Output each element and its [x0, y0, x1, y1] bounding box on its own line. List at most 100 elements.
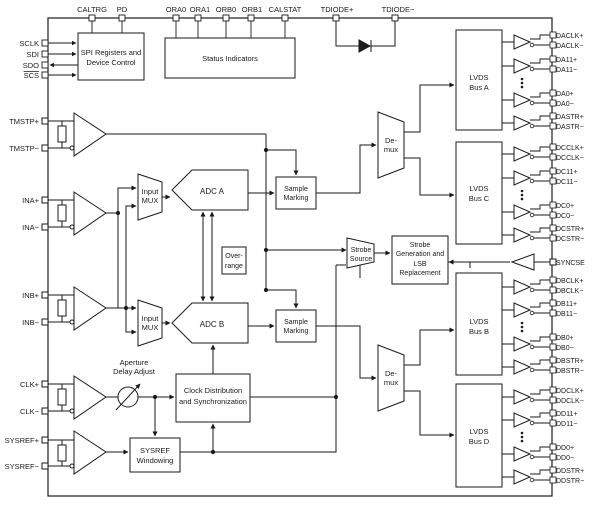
- input-mux-b-line1: Input: [142, 314, 160, 323]
- driver-out-p-wire: [530, 469, 550, 475]
- bus-a-label: Bus A: [469, 83, 489, 92]
- pin-dcstr-p: DCSTR+: [556, 226, 584, 233]
- ellipsis-dot: [520, 329, 524, 333]
- output-pin-pad: [549, 55, 557, 63]
- lvds-driver-icon: [513, 469, 532, 485]
- lvds-bus-d: [455, 383, 503, 488]
- pin-sysref-p: SYSREF+: [5, 436, 40, 445]
- top-pins: [88, 14, 399, 38]
- pin-dastr-n: DASTR−: [556, 124, 584, 131]
- ellipsis-dot: [520, 325, 524, 329]
- clock-dist-line1: Clock Distribution: [184, 386, 242, 395]
- aperture-delay-icon: [115, 383, 141, 411]
- lvds-driver-icon: [513, 115, 532, 131]
- chip-outline: [47, 17, 553, 497]
- driver-out-p-wire: [530, 302, 550, 308]
- syncse-input-buffer: [510, 253, 557, 271]
- pin-clk-n: CLK−: [20, 407, 40, 416]
- pin-clk-p: CLK+: [20, 380, 40, 389]
- pin-orb1: ORB1: [242, 5, 262, 14]
- inverting-bubble: [529, 477, 535, 483]
- output-pin-pad: [549, 65, 557, 73]
- pin-sdi: SDI: [26, 50, 39, 59]
- status-indicators-block: [164, 37, 296, 79]
- inverting-bubble: [529, 212, 535, 218]
- lvds-b-label: LVDS: [469, 317, 488, 326]
- strobe-gen-line2: Generation and: [396, 251, 444, 258]
- driver-out-p-wire: [530, 279, 550, 285]
- ellipsis-dot: [520, 431, 524, 435]
- inverting-bubble: [529, 454, 535, 460]
- output-pin-pad: [549, 224, 557, 232]
- pin-dd11-p: DD11+: [556, 411, 577, 418]
- spi-label-line1: SPI Registers and: [81, 48, 141, 57]
- adc-a-label: ADC A: [200, 187, 225, 196]
- driver-out-p-wire: [530, 204, 550, 210]
- sysref-windowing-block: [129, 437, 181, 473]
- pin-ina-n: INA−: [22, 223, 40, 232]
- output-pin-pad: [549, 89, 557, 97]
- lvds-bus-c: [455, 141, 503, 245]
- inverting-bubble: [529, 420, 535, 426]
- sample-marking-b-line1: Sample: [284, 319, 308, 326]
- ellipsis-dot: [520, 197, 524, 201]
- driver-out-p-wire: [530, 146, 550, 152]
- pin-caltrg: CALTRG: [77, 5, 107, 14]
- output-pin-pad: [549, 201, 557, 209]
- spi-pins: [41, 39, 78, 79]
- output-pin-pad: [549, 122, 557, 130]
- output-pin-pad: [549, 112, 557, 120]
- pin-tdiode-p: TDIODE+: [321, 5, 354, 14]
- spi-registers-block: [77, 32, 145, 81]
- sample-marking-b: [275, 309, 317, 343]
- demux-bottom-line2: mux: [384, 378, 398, 387]
- output-pin-pad: [549, 299, 557, 307]
- pin-dastr-p: DASTR+: [556, 114, 584, 121]
- output-pin-pad: [549, 386, 557, 394]
- lvds-driver-icon: [513, 446, 532, 462]
- inverting-bubble: [529, 100, 535, 106]
- pin-dbstr-n: DBSTR−: [556, 368, 584, 375]
- demux-top: [377, 111, 405, 179]
- pin-daclk-n: DACLK−: [556, 43, 583, 50]
- lvds-driver-icon: [513, 170, 532, 186]
- driver-out-p-wire: [530, 92, 550, 98]
- adc-b-block: [171, 302, 249, 344]
- lvds-output-drivers: [502, 31, 557, 485]
- input-routing: [106, 185, 171, 335]
- pin-orb0: ORB0: [216, 5, 236, 14]
- driver-out-p-wire: [530, 389, 550, 395]
- over-range-line2: range: [225, 263, 243, 270]
- pin-dbclk-p: DBCLK+: [556, 278, 583, 285]
- pin-inb-n: INB−: [22, 318, 40, 327]
- pin-dc0-n: DC0−: [556, 213, 574, 220]
- pin-calstat: CALSTAT: [269, 5, 302, 14]
- pin-ddclk-n: DDCLK−: [556, 398, 584, 405]
- demux-top-line1: De-: [385, 136, 398, 145]
- ellipsis-dot: [520, 77, 524, 81]
- ellipsis-dot: [520, 321, 524, 325]
- driver-out-p-wire: [530, 170, 550, 176]
- ellipsis-dot: [520, 189, 524, 193]
- pin-ora0: ORA0: [166, 5, 186, 14]
- adc-a-block: [171, 169, 249, 211]
- temperature-diode-icon: [335, 21, 396, 53]
- output-pin-pad: [549, 234, 557, 242]
- pin-da0-p: DA0+: [556, 91, 574, 98]
- pin-da0-n: DA0−: [556, 101, 574, 108]
- lvds-driver-icon: [513, 302, 532, 318]
- driver-out-p-wire: [530, 336, 550, 342]
- output-pin-pad: [549, 99, 557, 107]
- output-pin-pad: [549, 286, 557, 294]
- pin-db11-p: DB11+: [556, 301, 577, 308]
- pin-da11-p: DA11+: [556, 57, 577, 64]
- inverting-bubble: [529, 235, 535, 241]
- inverting-bubble: [529, 178, 535, 184]
- lvds-driver-icon: [513, 359, 532, 375]
- output-pin-pad: [549, 466, 557, 474]
- lvds-driver-icon: [513, 336, 532, 352]
- clock-wires: [106, 264, 346, 455]
- adc-b-label: ADC B: [200, 320, 224, 329]
- lvds-driver-icon: [513, 389, 532, 405]
- sysref-windowing-line2: Windowing: [137, 456, 174, 465]
